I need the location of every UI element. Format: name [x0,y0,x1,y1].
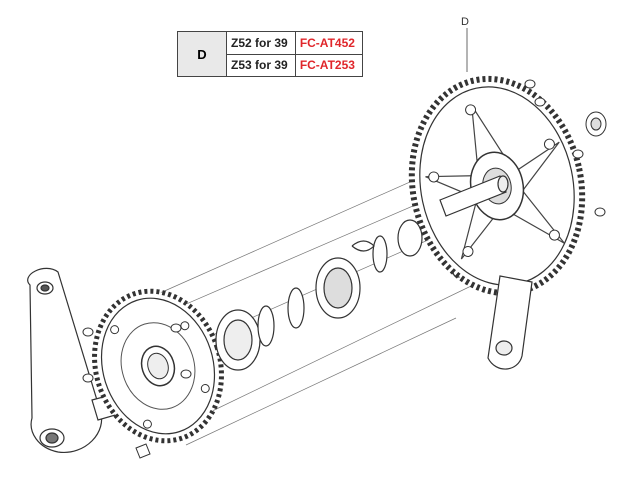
legend-code-cell: FC-AT253 [294,53,364,77]
legend-row: D Z52 for 39 FC-AT452 [177,31,364,77]
small-chainring [92,288,224,444]
callout-label-d: D [461,16,469,28]
model-legend-table: D Z52 for 39 FC-AT452 Z53 for 39 FC-AT25… [177,31,364,77]
right-crank-arm [487,275,533,370]
crank-arm [27,267,127,453]
chainring-bolts-right [524,79,607,217]
spindle [439,175,509,217]
legend-row: Z53 for 39 FC-AT253 [178,53,364,77]
chainring-bolts-left [82,323,192,459]
legend-key-cell: D [177,31,227,77]
